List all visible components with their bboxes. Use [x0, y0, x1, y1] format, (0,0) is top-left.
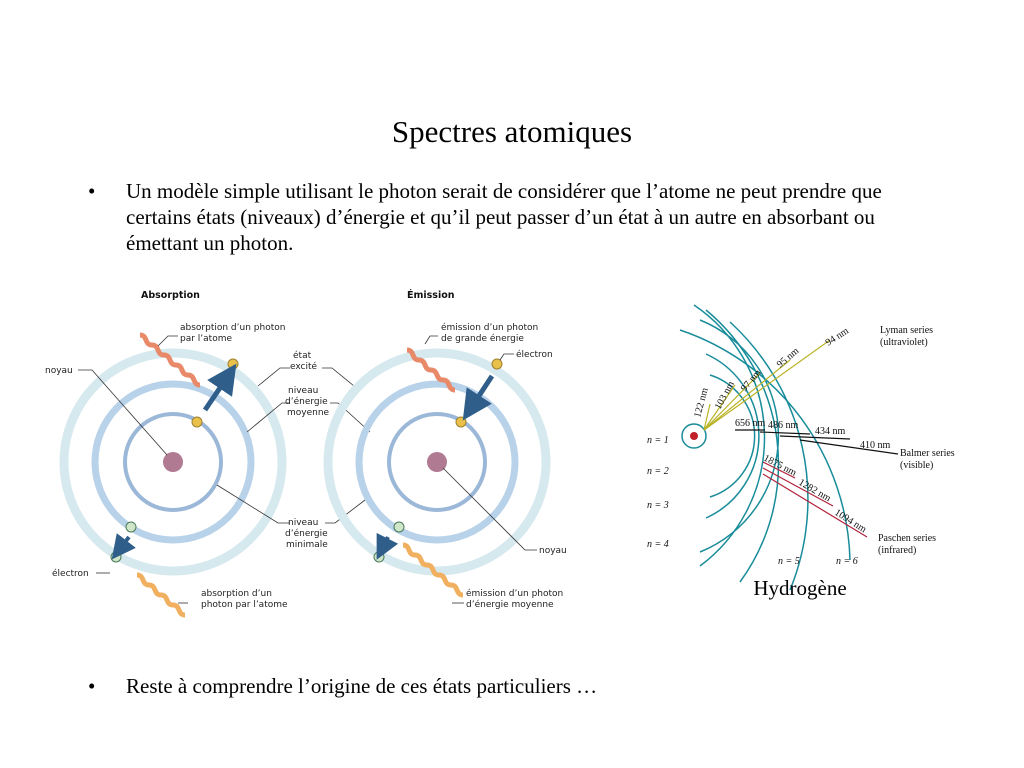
photon-wave-mid [402, 542, 464, 598]
level-n2: n = 2 [647, 466, 669, 477]
wl-94: 94 nm [824, 325, 851, 348]
nucleus [163, 452, 183, 472]
label-etat-1: état [293, 350, 312, 361]
wl-486: 486 nm [768, 420, 799, 431]
absorption-atom [59, 332, 287, 618]
outer-ring [323, 348, 551, 576]
level-n1: n = 1 [647, 435, 669, 446]
lyman-name: Lyman series [880, 325, 933, 336]
photon-wave-in [139, 332, 201, 388]
bullet-dot: • [88, 179, 96, 203]
label-absorption-photon-2: par l’atome [180, 334, 232, 344]
label-moyen-1: niveau [288, 386, 318, 396]
lyman-sub: (ultraviolet) [880, 337, 928, 348]
absorption-heading: Absorption [141, 290, 200, 301]
electron-excited [491, 358, 503, 370]
outer-ring [59, 348, 287, 576]
nucleus [427, 452, 447, 472]
label-noyau-left: noyau [45, 366, 73, 376]
bullet-1: • Un modèle simple utilisant le photon s… [88, 178, 928, 258]
electron-middle [455, 416, 467, 428]
lyman-lines [703, 339, 831, 431]
balmer-sub: (visible) [900, 460, 933, 471]
paschen-lines [762, 461, 868, 538]
wl-1875: 1875 nm [762, 453, 799, 479]
transition-arrow [202, 363, 237, 412]
label-min-3: minimale [286, 540, 328, 550]
electron-middle [191, 416, 203, 428]
wl-95: 95 nm [775, 345, 802, 370]
label-emission-mid-1: émission d’un photon [466, 588, 563, 599]
level-n6: n = 6 [836, 556, 858, 567]
middle-ring [355, 380, 519, 544]
label-min-2: d’énergie [285, 528, 328, 539]
balmer-name: Balmer series [900, 448, 955, 459]
inner-ring [123, 412, 223, 512]
level-n3: n = 3 [647, 500, 669, 511]
label-absorption-low-2: photon par l’atome [201, 600, 288, 610]
photon-wave-out [406, 347, 456, 393]
electron-low [125, 521, 137, 533]
paschen-sub: (infrared) [878, 545, 916, 556]
label-emission-mid-2: d’énergie moyenne [466, 599, 554, 610]
bullet-dot: • [88, 674, 96, 698]
slide-title: Spectres atomiques [391, 114, 633, 149]
transition-arrow [462, 374, 495, 421]
leader-lines [78, 335, 371, 604]
label-emission-high-2: de grande énergie [441, 333, 524, 344]
hydrogen-nucleus [690, 432, 698, 440]
bullet-2: • Reste à comprendre l’origine de ces ét… [88, 673, 928, 703]
label-emission-high-1: émission d’un photon [441, 322, 538, 333]
electron-ground [373, 551, 385, 563]
label-min-1: niveau [288, 518, 318, 528]
wl-1282: 1282 nm [797, 477, 833, 504]
wl-656: 656 nm [735, 418, 766, 429]
emission-atom [323, 347, 551, 598]
electron-excited [227, 358, 239, 370]
label-absorption-low-1: absorption d’un [201, 589, 272, 599]
middle-ring [91, 380, 255, 544]
paschen-name: Paschen series [878, 533, 936, 544]
electron-low [393, 521, 405, 533]
inner-ring [387, 412, 487, 512]
emission-heading: Émission [407, 289, 455, 301]
label-electron-right: électron [516, 349, 553, 360]
label-etat-2: excité [290, 361, 318, 372]
photon-wave-low [136, 572, 186, 618]
electron-ground [110, 551, 122, 563]
label-absorption-photon-1: absorption d’un photon [180, 323, 285, 333]
label-electron-left: électron [52, 568, 89, 579]
wl-410: 410 nm [860, 440, 891, 451]
transition-arrow-low [111, 533, 136, 560]
label-moyen-2: d’énergie [285, 396, 328, 407]
balmer-lines [735, 429, 899, 455]
bullet-text: Un modèle simple utilisant le photon ser… [126, 179, 882, 255]
transition-arrow-low [376, 532, 399, 560]
bullet-text: Reste à comprendre l’origine de ces état… [126, 674, 598, 698]
level-n5: n = 5 [778, 556, 800, 567]
wl-1094: 1094 nm [832, 507, 868, 535]
hydrogen-orbits [679, 304, 851, 591]
label-noyau-right: noyau [539, 546, 567, 556]
level-n4: n = 4 [647, 539, 669, 550]
label-moyen-3: moyenne [287, 408, 330, 418]
hydrogen-caption: Hydrogène [753, 576, 847, 600]
hydrogen-diagram [679, 304, 899, 591]
wl-434: 434 nm [815, 426, 846, 437]
